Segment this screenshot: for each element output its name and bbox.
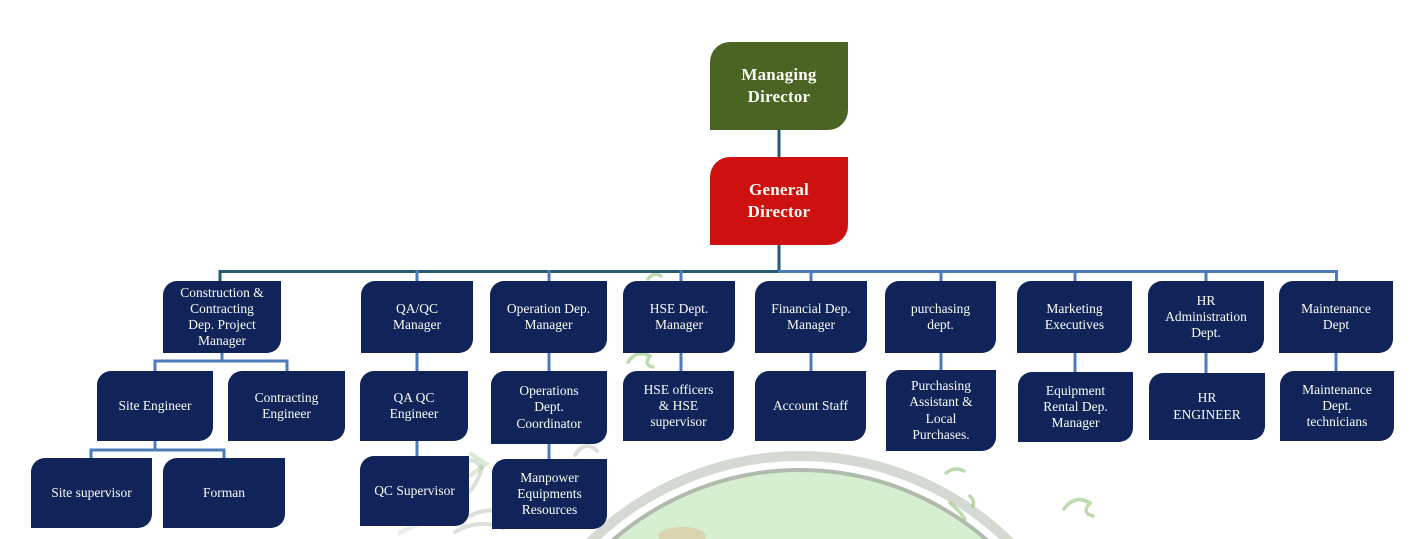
node-label: Managing Director bbox=[741, 64, 817, 106]
node-label: Site supervisor bbox=[51, 484, 132, 500]
node-label: Account Staff bbox=[772, 397, 849, 413]
node-label: QA/QC Manager bbox=[393, 300, 441, 332]
node-label: Operations Dept. Coordinator bbox=[516, 383, 582, 431]
node-purchasing-assistant: Purchasing Assistant & Local Purchases. bbox=[886, 370, 996, 451]
node-account-staff: Account Staff bbox=[755, 371, 866, 441]
watermark-green-disc bbox=[611, 468, 989, 539]
node-forman: Forman bbox=[163, 458, 285, 528]
node-qc-supervisor: QC Supervisor bbox=[360, 456, 469, 526]
node-label: General Director bbox=[747, 179, 811, 221]
node-site-supervisor: Site supervisor bbox=[31, 458, 152, 528]
node-label: Financial Dep. Manager bbox=[771, 300, 851, 332]
node-label: QA QC Engineer bbox=[389, 389, 439, 421]
node-label: HSE officers & HSE supervisor bbox=[643, 381, 714, 430]
watermark-outer-ring bbox=[586, 451, 1014, 539]
node-qaqc-manager: QA/QC Manager bbox=[361, 281, 473, 353]
node-hse-manager: HSE Dept. Manager bbox=[623, 281, 735, 353]
node-label: HR Administration Dept. bbox=[1165, 292, 1247, 341]
node-general-director: General Director bbox=[710, 157, 848, 245]
node-label: Forman bbox=[203, 484, 245, 500]
node-maintenance-technicians: Maintenance Dept. technicians bbox=[1280, 371, 1394, 441]
connector-trunk-left bbox=[218, 270, 780, 283]
node-financial-manager: Financial Dep. Manager bbox=[755, 281, 867, 353]
node-marketing-executives: Marketing Executives bbox=[1017, 281, 1132, 353]
node-contracting-engineer: Contracting Engineer bbox=[228, 371, 345, 441]
node-managing-director: Managing Director bbox=[710, 42, 848, 130]
node-label: QC Supervisor bbox=[374, 482, 455, 498]
node-operation-manager: Operation Dep. Manager bbox=[490, 281, 607, 353]
node-site-engineer: Site Engineer bbox=[97, 371, 213, 441]
node-label: Marketing Executives bbox=[1044, 300, 1105, 332]
node-label: Equipment Rental Dep. Manager bbox=[1043, 382, 1108, 431]
node-qaqc-engineer: QA QC Engineer bbox=[360, 371, 468, 441]
node-label: HSE Dept. Manager bbox=[649, 300, 709, 332]
node-manpower: Manpower Equipments Resources bbox=[492, 459, 607, 529]
node-maintenance-dept: Maintenance Dept bbox=[1279, 281, 1393, 353]
node-hr-engineer: HR ENGINEER bbox=[1149, 373, 1265, 440]
node-label: Manpower Equipments Resources bbox=[517, 469, 582, 518]
connector-site-engineer-children bbox=[89, 441, 226, 458]
node-label: Maintenance Dept bbox=[1301, 300, 1371, 332]
node-label: Purchasing Assistant & Local Purchases. bbox=[909, 378, 973, 442]
node-hse-officers: HSE officers & HSE supervisor bbox=[623, 371, 734, 441]
node-label: HR ENGINEER bbox=[1173, 390, 1241, 422]
node-label: Construction & Contracting Dep. Project … bbox=[180, 284, 264, 349]
node-operations-coordinator: Operations Dept. Coordinator bbox=[491, 371, 607, 444]
node-label: purchasing dept. bbox=[910, 300, 971, 332]
node-label: Operation Dep. Manager bbox=[506, 300, 591, 332]
node-label: Contracting Engineer bbox=[254, 389, 319, 421]
node-label: Maintenance Dept. technicians bbox=[1302, 381, 1372, 430]
connector-trunk-right bbox=[778, 270, 1338, 283]
node-hr-administration: HR Administration Dept. bbox=[1148, 281, 1264, 353]
node-equipment-rental: Equipment Rental Dep. Manager bbox=[1018, 372, 1133, 442]
node-label: Site Engineer bbox=[118, 397, 192, 413]
node-construction-manager: Construction & Contracting Dep. Project … bbox=[163, 281, 281, 353]
connector-department-stubs bbox=[415, 270, 1208, 283]
connector-construction-children bbox=[153, 353, 289, 371]
watermark-tan-blob bbox=[658, 527, 706, 539]
node-purchasing-dept: purchasing dept. bbox=[885, 281, 996, 353]
